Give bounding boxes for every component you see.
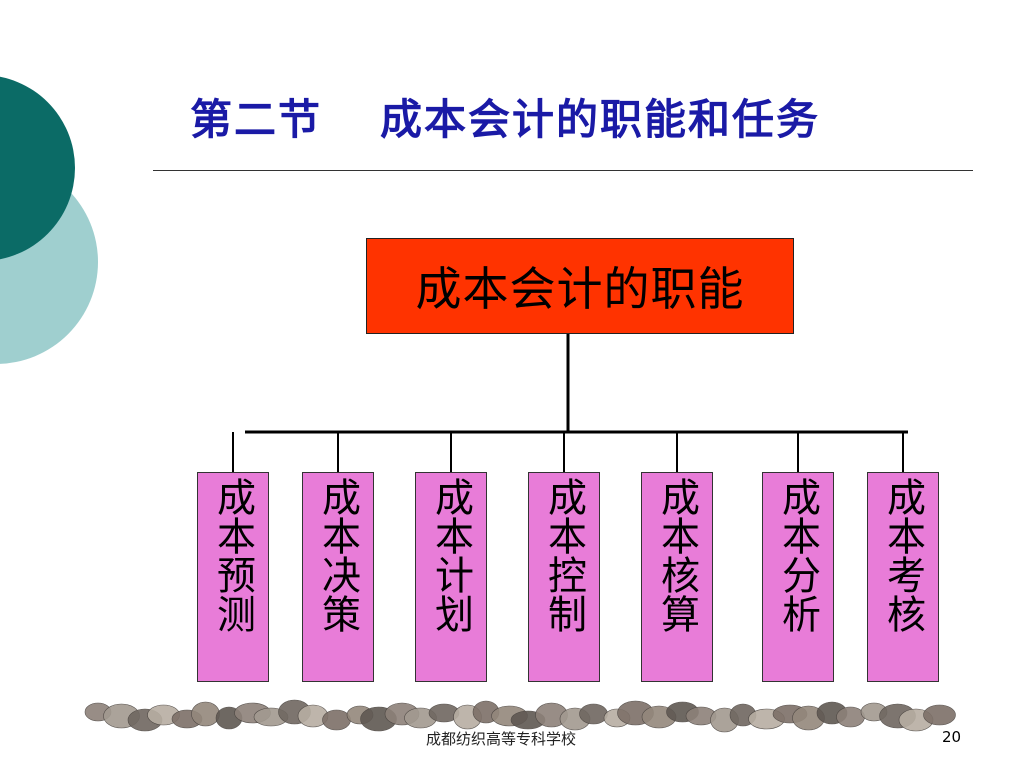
decor-circle-dark xyxy=(0,76,75,260)
pebble xyxy=(322,709,351,731)
root-node: 成本会计的职能 xyxy=(366,238,794,334)
title-divider xyxy=(153,170,973,171)
pebble xyxy=(923,704,956,726)
pebble xyxy=(836,706,865,728)
child-node-forecast: 成本预测 xyxy=(197,472,269,682)
title-text: 成本会计的职能和任务 xyxy=(380,95,821,144)
page-number: 20 xyxy=(942,728,962,746)
child-node-decision: 成本决策 xyxy=(302,472,374,682)
child-node-accounting: 成本核算 xyxy=(641,472,713,682)
title-section: 第二节 xyxy=(190,95,323,144)
child-node-analysis: 成本分析 xyxy=(762,472,834,682)
page-title: 第二节 成本会计的职能和任务 xyxy=(190,86,820,147)
pebble xyxy=(191,701,220,727)
pebble xyxy=(579,703,608,725)
decorative-circles xyxy=(0,76,98,364)
child-node-plan: 成本计划 xyxy=(415,472,487,682)
child-node-assessment: 成本考核 xyxy=(867,472,939,682)
footer-school-name: 成都纺织高等专科学校 xyxy=(426,730,577,748)
child-node-control: 成本控制 xyxy=(528,472,600,682)
